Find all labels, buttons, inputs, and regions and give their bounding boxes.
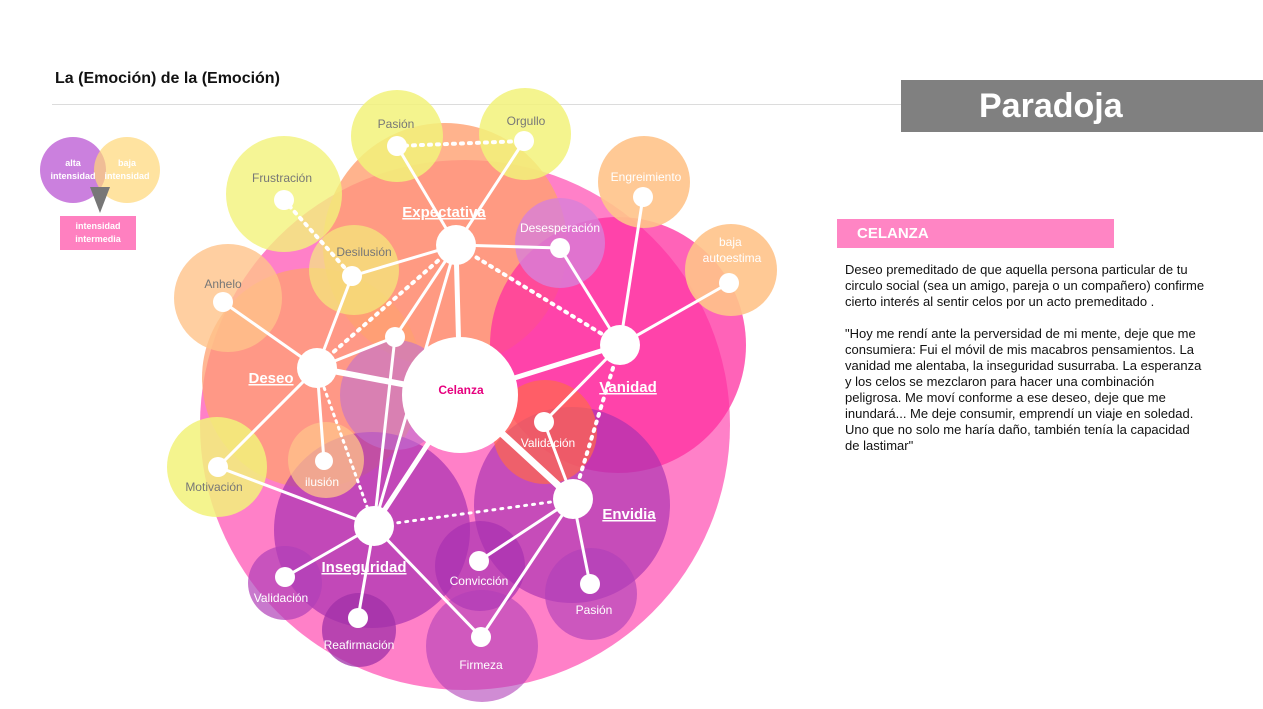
label-validacion-left: Validación [254, 591, 308, 605]
node-ilusion [315, 452, 333, 470]
label-pasion-top: Pasión [378, 117, 415, 131]
node-anhelo [213, 292, 233, 312]
label-ilusion: ilusión [305, 475, 339, 489]
blob-validacion-center [493, 380, 597, 484]
edge-dotted-pasion-orgullo [395, 139, 526, 148]
label-anhelo: Anhelo [204, 277, 242, 291]
label-desilusion: Desilusión [336, 245, 391, 259]
section-title: Paradoja [979, 87, 1123, 125]
center-label: Celanza [438, 383, 484, 397]
network-nodes [208, 131, 739, 647]
hub-label-vanidad: Vanidad [599, 379, 657, 396]
node-labels: Celanza Expectativa Deseo Vanidad Envidi… [185, 114, 761, 672]
legend-low-label: baja intensidad [104, 158, 150, 181]
edge-dotted-expectativa-deseo [328, 243, 458, 357]
blob-baja-autoestima [685, 224, 777, 316]
intensity-legend: alta intensidad baja intensidad intensid… [36, 132, 166, 262]
label-conviccion: Convicción [450, 574, 509, 588]
label-firmeza: Firmeza [459, 658, 503, 672]
term-definition-block: Deseo premeditado de que aquella persona… [845, 262, 1205, 470]
blob-engreimiento [598, 136, 690, 228]
edge-inseguridad-midnode [372, 335, 397, 528]
edge-deseo-motivacion [216, 366, 319, 469]
node-pasion-top [387, 136, 407, 156]
node-reafirmacion [348, 608, 368, 628]
node-orgullo [514, 131, 534, 151]
legend-high-label: alta intensidad [50, 158, 96, 181]
hub-node-vanidad [600, 325, 640, 365]
label-engreimiento: Engreimiento [611, 170, 682, 184]
label-orgullo: Orgullo [507, 114, 546, 128]
label-desesperacion: Desesperación [520, 221, 600, 235]
edge-expectativa-orgullo [454, 139, 526, 247]
label-pasion-bottom: Pasión [576, 603, 613, 617]
edge-vanidad-autoestima [618, 281, 731, 347]
hub-label-inseguridad: Inseguridad [321, 559, 406, 576]
center-node [402, 337, 518, 453]
label-validacion-center: Validación [521, 436, 575, 450]
edge-dotted-frustracion-desilusion [282, 198, 354, 278]
edge-dotted-vanidad-envidia [571, 343, 622, 501]
node-validacion-left [275, 567, 295, 587]
node-autoestima [719, 273, 739, 293]
edge-dotted-inseguridad-envidia [372, 497, 575, 528]
edge-vanidad-engreimiento [618, 195, 645, 347]
hub-node-envidia [553, 479, 593, 519]
node-pasion-bottom [580, 574, 600, 594]
node-midpoint [385, 327, 405, 347]
edge-dotted-deseo-inseguridad [315, 366, 376, 528]
hub-label-deseo: Deseo [248, 370, 293, 387]
node-conviccion [469, 551, 489, 571]
blob-reafirmacion [322, 593, 396, 667]
node-desilusion [342, 266, 362, 286]
edge-inseguridad-motivacion [216, 465, 376, 528]
node-firmeza [471, 627, 491, 647]
hub-node-expectativa [436, 225, 476, 265]
label-motivacion: Motivación [185, 480, 242, 494]
edge-envidia-firmeza [479, 497, 575, 639]
section-banner: Paradoja [901, 80, 1263, 132]
node-motivacion [208, 457, 228, 477]
title-divider [52, 104, 902, 105]
node-engreimiento [633, 187, 653, 207]
term-heading: CELANZA [837, 219, 1114, 248]
label-reafirmacion: Reafirmación [324, 638, 395, 652]
blob-pasion-bottom [545, 548, 637, 640]
hub-label-envidia: Envidia [602, 506, 656, 523]
term-heading-label: CELANZA [857, 225, 929, 242]
page-title: La (Emoción) de la (Emoción) [55, 70, 280, 87]
label-frustracion: Frustración [252, 171, 312, 185]
edge-dotted-expectativa-vanidad [454, 243, 622, 347]
legend-arrow-icon [90, 187, 110, 213]
term-quote: "Hoy me rendí ante la perversidad de mi … [845, 326, 1202, 453]
legend-mid-box: intensidad intermedia [60, 216, 136, 250]
edge-inseguridad-firmeza [372, 524, 483, 639]
hub-node-inseguridad [354, 506, 394, 546]
hub-label-expectativa: Expectativa [402, 204, 486, 221]
node-validacion-center [534, 412, 554, 432]
legend-mid-label: intensidad intermedia [75, 221, 121, 244]
node-desesperacion [550, 238, 570, 258]
term-definition: Deseo premeditado de que aquella persona… [845, 262, 1205, 309]
label-baja-autoestima: baja autoestima [703, 235, 762, 265]
hub-node-deseo [297, 348, 337, 388]
node-frustracion [274, 190, 294, 210]
